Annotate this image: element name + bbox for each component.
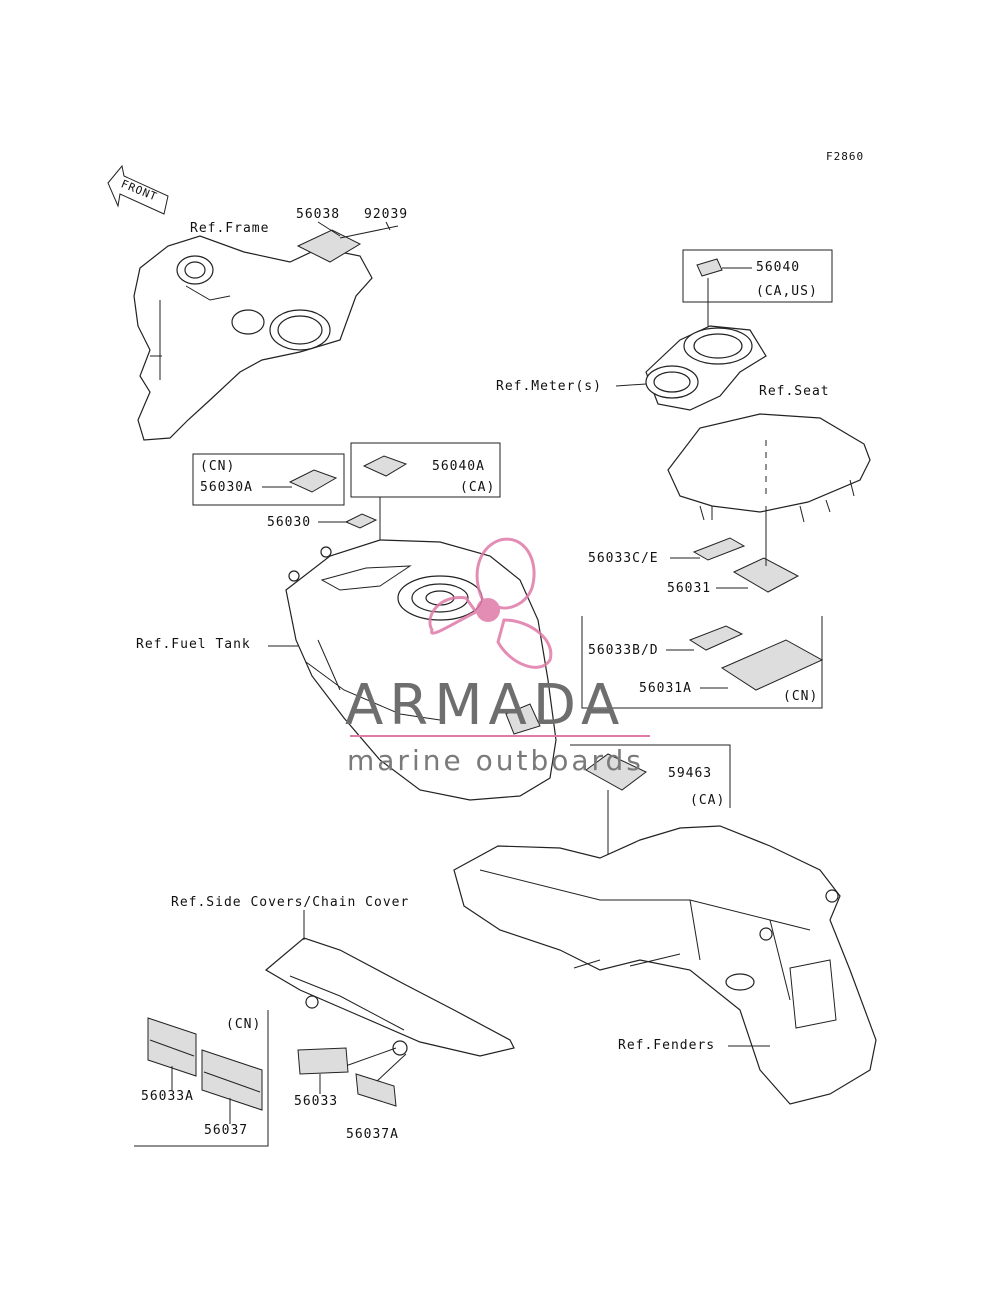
59463-callout-box xyxy=(570,744,731,808)
seat-part xyxy=(667,413,871,523)
part-56030a-label: 56030A xyxy=(200,480,253,495)
watermark-tagline: marine outboards xyxy=(347,744,644,777)
propeller-logo-icon xyxy=(428,537,553,669)
ca-59463-label: (CA) xyxy=(690,793,726,808)
ref-side-covers-label: Ref.Side Covers/Chain Cover xyxy=(171,895,410,910)
fender-part xyxy=(453,825,877,1105)
part-56040-label: 56040 xyxy=(756,260,801,275)
part-56033ce-label: 56033C/E xyxy=(588,551,659,566)
frame-part xyxy=(133,235,373,441)
watermark-brand: ARMADA xyxy=(345,673,626,738)
part-56037-label: 56037 xyxy=(204,1123,249,1138)
part-56033bd-label: 56033B/D xyxy=(588,643,659,658)
part-56040a-label: 56040A xyxy=(432,459,485,474)
ca-56040a-box xyxy=(350,442,501,498)
part-56033a-label: 56033A xyxy=(141,1089,194,1104)
figure-code: F2860 xyxy=(826,150,865,163)
ref-fuel-tank-label: Ref.Fuel Tank xyxy=(136,637,251,652)
ref-meter-label: Ref.Meter(s) xyxy=(496,379,602,394)
cn-bottom-label: (CN) xyxy=(226,1017,262,1032)
part-56031a-label: 56031A xyxy=(639,681,692,696)
part-59463-label: 59463 xyxy=(668,766,713,781)
front-arrow-icon xyxy=(107,164,169,215)
part-56037a-label: 56037A xyxy=(346,1127,399,1142)
part-56038-label: 56038 xyxy=(296,207,341,222)
ref-fenders-label: Ref.Fenders xyxy=(618,1038,716,1053)
part-56030-label: 56030 xyxy=(267,515,312,530)
chain-cover-part xyxy=(264,910,515,1083)
cn-top-label: (CN) xyxy=(200,459,236,474)
ref-seat-label: Ref.Seat xyxy=(759,384,830,399)
meter-callout-box xyxy=(682,249,833,303)
cn-bottom-bracket xyxy=(134,1010,269,1147)
ca-us-label: (CA,US) xyxy=(756,284,818,299)
part-92039-label: 92039 xyxy=(364,207,409,222)
ca-56040a-label: (CA) xyxy=(460,480,496,495)
cn-callout-box xyxy=(581,616,823,709)
part-56033-label: 56033 xyxy=(294,1094,339,1109)
part-56038-strip xyxy=(296,225,399,263)
meter-part xyxy=(645,325,767,411)
cn-56031a-label: (CN) xyxy=(783,689,819,704)
ref-frame-label: Ref.Frame xyxy=(190,221,270,236)
cn-56030a-box xyxy=(192,453,345,506)
part-56031-label: 56031 xyxy=(667,581,712,596)
